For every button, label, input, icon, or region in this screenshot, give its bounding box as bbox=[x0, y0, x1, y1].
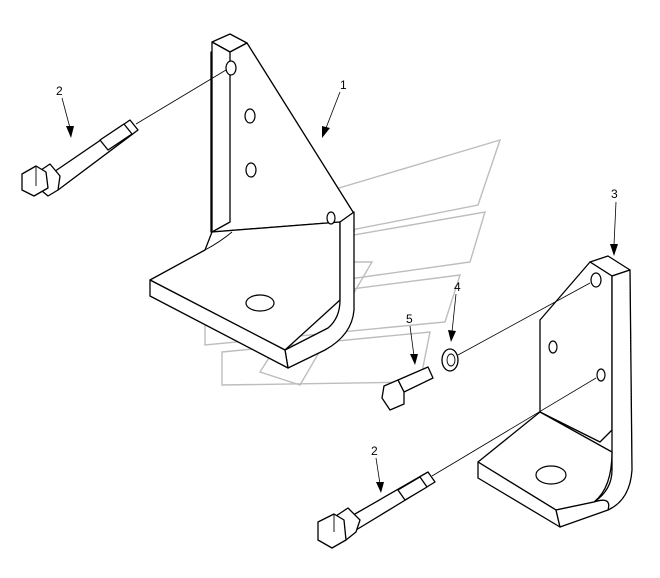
bracket-right-base-hole bbox=[535, 465, 567, 485]
bracket-left-side-face bbox=[211, 41, 231, 233]
washer bbox=[441, 282, 591, 372]
callout-bracket-right: 3 bbox=[611, 187, 618, 201]
callout-bracket-left: 1 bbox=[340, 78, 347, 92]
bolt-small-head bbox=[381, 379, 405, 411]
callout-washer: 4 bbox=[454, 280, 461, 294]
bracket-left-hole-4 bbox=[326, 211, 336, 225]
bracket-right bbox=[477, 255, 633, 528]
bracket-left-hole-3 bbox=[245, 162, 257, 178]
bracket-left-base-hole bbox=[245, 294, 275, 312]
bracket-right-hole-3 bbox=[596, 368, 606, 382]
callout-leaders bbox=[61, 91, 618, 493]
washer-ring bbox=[441, 348, 459, 372]
bracket-left-base-edge bbox=[149, 279, 289, 369]
bracket-left-hole-2 bbox=[244, 108, 256, 124]
callout-bolt-upper: 2 bbox=[56, 84, 63, 98]
bolt-lower bbox=[317, 377, 597, 549]
bracket-left-hole-1 bbox=[225, 60, 237, 76]
bracket-right-hole-2 bbox=[548, 340, 558, 354]
bracket-right-base-corner bbox=[555, 499, 610, 528]
bolt-small-shank bbox=[397, 366, 434, 393]
callout-bolt-small: 5 bbox=[406, 312, 413, 326]
bracket-left bbox=[149, 33, 355, 369]
bracket-right-hole-1 bbox=[590, 272, 602, 288]
callout-bolt-lower: 2 bbox=[371, 444, 378, 458]
bolt-upper bbox=[21, 69, 227, 197]
bolt-small bbox=[381, 366, 434, 411]
